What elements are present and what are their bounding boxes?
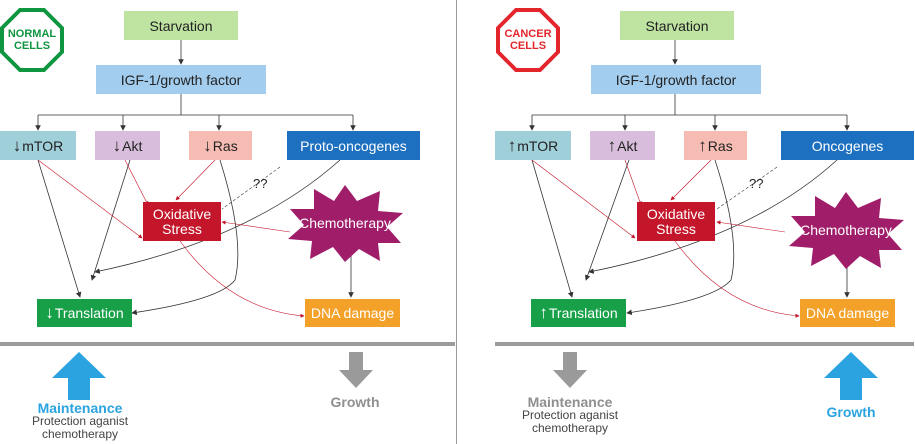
maintenance-label: Maintenance Protection aganist chemother… <box>31 400 129 441</box>
starvation-box: Starvation <box>124 11 238 40</box>
starvation-box: Starvation <box>620 11 734 40</box>
up-arrow-icon: ↑ <box>698 135 707 155</box>
translation-box: ↑Translation <box>531 299 626 327</box>
pathway-arrows <box>35 40 356 318</box>
dna-damage-box: DNA damage <box>800 299 895 327</box>
growth-label: Growth <box>330 394 380 410</box>
outcome-separator <box>495 342 914 346</box>
maintenance-up-arrow-icon <box>52 352 106 400</box>
akt-box: ↓Akt <box>95 131 160 160</box>
igf1-growth-factor-box: IGF-1/growth factor <box>96 65 266 94</box>
chemotherapy-label: Chemotherapy <box>299 215 391 231</box>
ras-box: ↓Ras <box>189 131 252 160</box>
dna-damage-box: DNA damage <box>305 299 400 327</box>
up-arrow-icon: ↑ <box>539 303 548 322</box>
mtor-box: ↓mTOR <box>0 131 76 160</box>
outcome-separator <box>0 342 455 346</box>
igf1-growth-factor-box: IGF-1/growth factor <box>591 65 761 94</box>
down-arrow-icon: ↓ <box>12 135 22 155</box>
oncogenes-box: Oncogenes <box>781 131 914 160</box>
mtor-box: ↑mTOR <box>495 131 571 160</box>
panel-divider <box>456 0 457 444</box>
chemotherapy-burst-icon <box>288 185 403 262</box>
chemotherapy-label: Chemotherapy <box>800 222 892 238</box>
unknown-link-label: ?? <box>253 176 268 191</box>
down-arrow-icon: ↓ <box>203 135 212 155</box>
pathway-arrows <box>529 40 850 318</box>
chemotherapy-burst-icon <box>789 192 904 269</box>
translation-box: ↓Translation <box>37 299 132 327</box>
up-arrow-icon: ↑ <box>507 135 517 155</box>
unknown-link-label: ?? <box>749 176 764 191</box>
growth-down-arrow-icon <box>339 352 373 388</box>
maintenance-label: Maintenance Protection aganist chemother… <box>521 394 619 435</box>
maintenance-down-arrow-icon <box>553 352 587 388</box>
down-arrow-icon: ↓ <box>112 135 122 155</box>
proto-oncogenes-box: Proto-oncogenes <box>287 131 420 160</box>
ras-box: ↑Ras <box>684 131 747 160</box>
down-arrow-icon: ↓ <box>45 303 54 322</box>
growth-label: Growth <box>826 404 876 420</box>
up-arrow-icon: ↑ <box>607 135 617 155</box>
growth-up-arrow-icon <box>824 352 878 400</box>
akt-box: ↑Akt <box>590 131 655 160</box>
